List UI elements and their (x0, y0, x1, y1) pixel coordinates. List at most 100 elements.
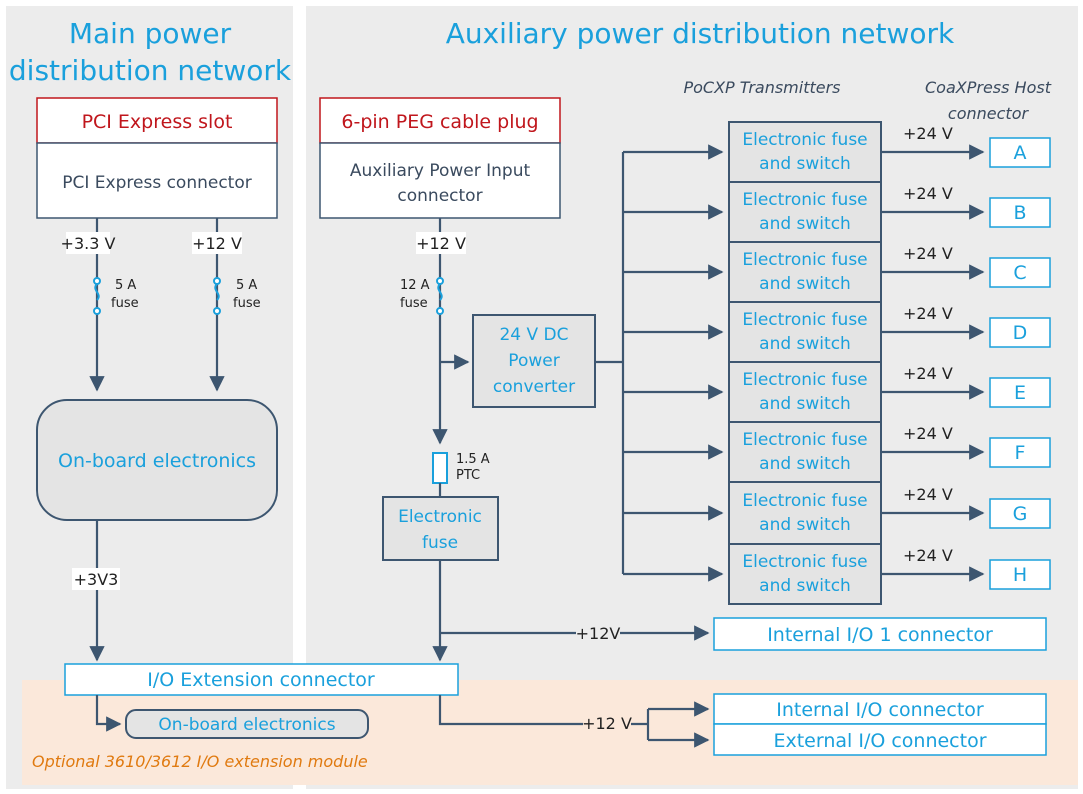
transmitter-row: Electronic fuse and switch +24 V F (623, 421, 1051, 483)
transmitter-label-line1: Electronic fuse (742, 190, 867, 210)
pci-slot-box (36, 97, 278, 144)
aux-input-connector-box (319, 142, 561, 219)
transmitter-label-line1: Electronic fuse (742, 370, 867, 390)
internal-io1-connector-label: Internal I/O 1 connector (767, 624, 993, 646)
transmitter-label-line1: Electronic fuse (742, 310, 867, 330)
transmitter-label-line2: and switch (759, 515, 851, 535)
host-connector-box (989, 377, 1051, 408)
io-extension-connector-label: I/O Extension connector (147, 669, 375, 691)
fuse-icon (213, 277, 221, 315)
onboard-electronics-label: On-board electronics (58, 450, 256, 472)
transmitter-label-line2: and switch (759, 576, 851, 596)
transmitter-rail-label: +24 V (903, 424, 953, 443)
transmitter-row: Electronic fuse and switch +24 V H (623, 543, 1051, 605)
aux-title: Auxiliary power distribution network (446, 17, 955, 50)
electronic-fuse-label-line2: fuse (422, 533, 458, 553)
host-header-line1: CoaXPress Host (925, 78, 1052, 97)
host-connector-label: E (1014, 382, 1026, 404)
rail-3v3-label: +3V3 (74, 570, 119, 589)
peg-plug-label: 6-pin PEG cable plug (341, 111, 538, 133)
transmitter-fuse-switch-box (728, 361, 882, 423)
host-connector-label: C (1013, 262, 1026, 284)
converter-label-line3: converter (493, 377, 575, 397)
fuse-label: fuse (400, 296, 428, 311)
transmitter-label-line1: Electronic fuse (742, 430, 867, 450)
transmitter-label-line1: Electronic fuse (742, 552, 867, 572)
transmitter-rail-label: +24 V (903, 184, 953, 203)
transmitter-fuse-switch-box (728, 301, 882, 363)
host-connector-box (989, 257, 1051, 288)
aux-input-label-line1: Auxiliary Power Input (350, 161, 531, 181)
module-onboard-electronics-label: On-board electronics (158, 715, 335, 735)
external-io-connector-label: External I/O connector (773, 730, 986, 752)
internal-io-connector-label: Internal I/O connector (776, 699, 984, 721)
transmitter-label-line2: and switch (759, 454, 851, 474)
transmitter-fuse-switch-box (728, 481, 882, 545)
transmitter-fuse-switch-box (728, 121, 882, 183)
transmitter-label-line1: Electronic fuse (742, 130, 867, 150)
host-connector-label: F (1015, 442, 1026, 464)
transmitter-fuse-switch-box (728, 241, 882, 303)
transmitter-row: Electronic fuse and switch +24 V B (623, 181, 1051, 243)
transmitter-rail-label: +24 V (903, 546, 953, 565)
main-title-line2: distribution network (9, 54, 292, 87)
converter-label-line2: Power (508, 351, 559, 371)
internal-io1-rail-label: +12V (576, 624, 621, 643)
transmitter-rail-label: +24 V (903, 485, 953, 504)
host-connector-box (989, 137, 1051, 168)
transmitter-row: Electronic fuse and switch +24 V A (623, 121, 1051, 183)
electronic-fuse-label-line1: Electronic (398, 507, 482, 527)
fuse-icon (93, 277, 101, 315)
rail-3-3v-label: +3.3 V (61, 234, 116, 253)
ptc-fuse-icon (432, 452, 448, 484)
rail-12v-label: +12 V (192, 234, 242, 253)
fuse-icon (436, 277, 444, 315)
transmitter-label-line2: and switch (759, 334, 851, 354)
fuse-rating-label: 5 A (236, 278, 257, 293)
host-connector-label: B (1013, 202, 1026, 224)
internal-io1-connector-box (713, 617, 1047, 651)
pci-slot-label: PCI Express slot (82, 111, 233, 133)
extension-module-label: Optional 3610/3612 I/O extension module (32, 752, 368, 771)
host-connector-label: H (1013, 564, 1027, 586)
aux-rail-12v-label: +12 V (416, 234, 466, 253)
transmitter-label-line2: and switch (759, 274, 851, 294)
host-connector-box (989, 197, 1051, 228)
transmitter-rail-label: +24 V (903, 304, 953, 323)
transmitter-row: Electronic fuse and switch +24 V G (623, 481, 1051, 545)
transmitter-row: Electronic fuse and switch +24 V C (623, 241, 1051, 303)
transmitter-rail-label: +24 V (903, 124, 953, 143)
transmitter-label-line1: Electronic fuse (742, 491, 867, 511)
transmitter-label-line2: and switch (759, 214, 851, 234)
ptc-label: PTC (456, 468, 480, 483)
host-connector-box (989, 437, 1051, 468)
host-connector-box (989, 317, 1051, 348)
host-connector-box (989, 559, 1051, 590)
host-connector-label: A (1014, 142, 1027, 164)
transmitter-row: Electronic fuse and switch +24 V E (623, 361, 1051, 423)
host-connector-box (989, 498, 1051, 529)
module-onboard-electronics-box (125, 709, 369, 739)
transmitter-row: Electronic fuse and switch +24 V D (623, 301, 1051, 363)
fuse-rating-label: 12 A (400, 278, 430, 293)
converter-label-line1: 24 V DC (499, 325, 568, 345)
host-connector-label: D (1013, 322, 1028, 344)
electronic-fuse-box (382, 496, 499, 561)
main-title-line1: Main power (69, 17, 232, 50)
transmitter-label-line2: and switch (759, 394, 851, 414)
transmitter-rail-label: +24 V (903, 244, 953, 263)
fuse-label: fuse (233, 296, 261, 311)
external-io-connector-box (713, 723, 1047, 756)
transmitters-header: PoCXP Transmitters (683, 78, 840, 97)
transmitter-rail-label: +24 V (903, 364, 953, 383)
host-header-line2: connector (948, 104, 1030, 123)
pci-connector-label: PCI Express connector (62, 173, 251, 193)
fuse-rating-label: 5 A (115, 278, 136, 293)
transmitter-label-line2: and switch (759, 154, 851, 174)
pci-connector-box (36, 142, 278, 219)
transmitter-fuse-switch-box (728, 181, 882, 243)
extension-rail-label: +12 V (582, 714, 632, 733)
power-converter-box (472, 314, 596, 408)
onboard-electronics-box (36, 399, 278, 521)
